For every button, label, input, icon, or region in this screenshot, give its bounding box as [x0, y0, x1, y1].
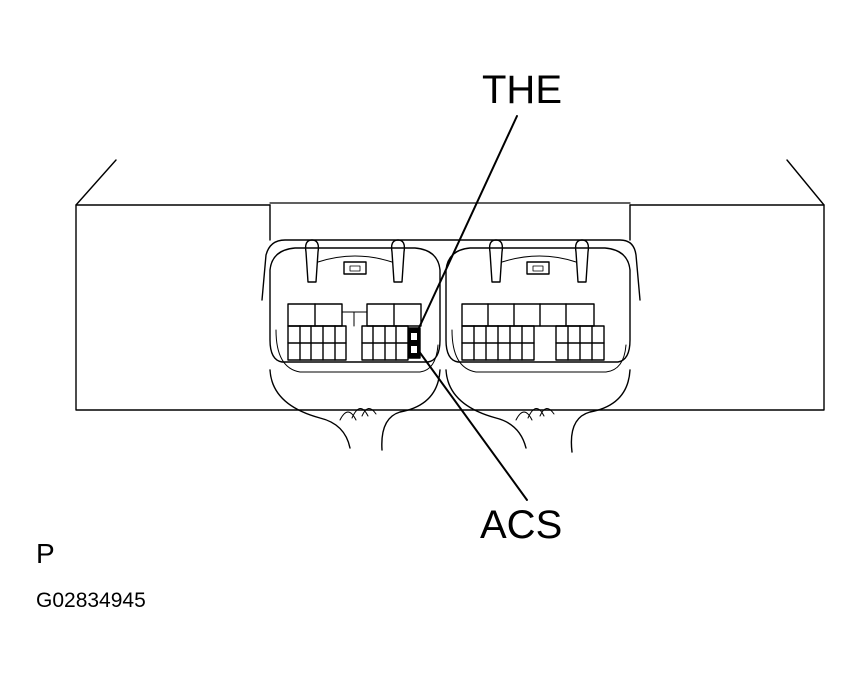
terminal-label-top: THE [482, 68, 562, 112]
view-letter: P [36, 538, 55, 569]
leader-line-top [418, 116, 517, 330]
left-connector [270, 240, 440, 450]
leader-line-bottom [418, 350, 527, 500]
leader-lines [418, 116, 527, 500]
terminal-label-bottom: ACS [480, 503, 563, 547]
connector-frame [262, 240, 640, 300]
right-connector [446, 240, 630, 452]
figure-code: G02834945 [36, 589, 146, 612]
ecu-housing [76, 160, 824, 410]
